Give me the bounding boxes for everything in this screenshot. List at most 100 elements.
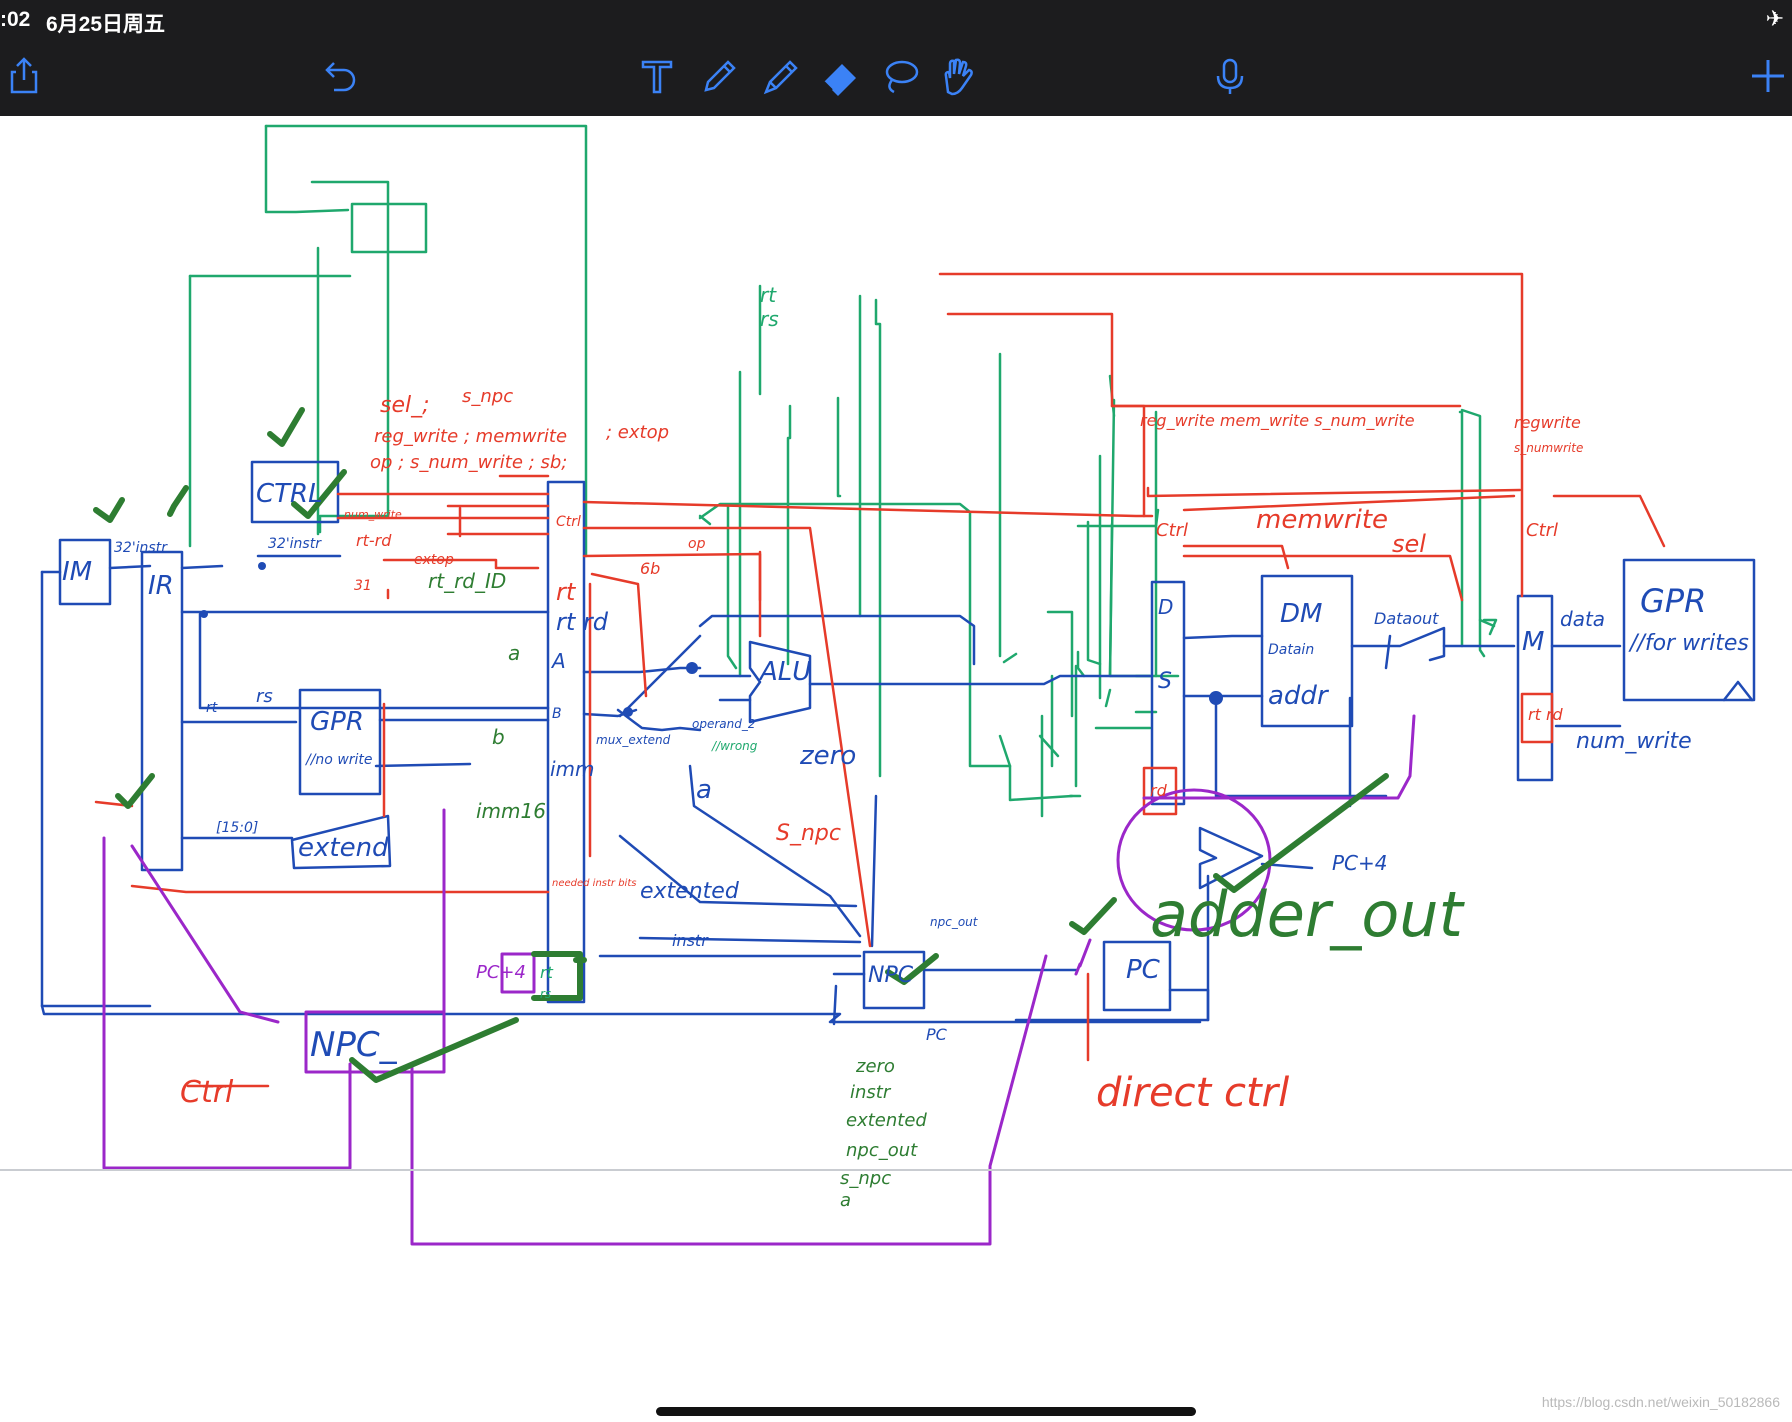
- label-rt-rd-wb: rt rd: [1528, 705, 1564, 724]
- label-rs-stage-small: rs: [540, 987, 551, 1001]
- highlighter-icon: [763, 60, 798, 95]
- npc-label: NPC: [868, 963, 914, 988]
- gpr-write-note: //for writes: [1628, 631, 1749, 656]
- label-memwrite: memwrite: [1256, 505, 1388, 535]
- label-num-write: num_write: [344, 508, 402, 521]
- label-s-npc-top: s_npc: [462, 386, 513, 407]
- label-extop-top: ; extop: [606, 422, 669, 443]
- label-a-alu: a: [696, 775, 712, 805]
- label-imm: [15:0]: [216, 820, 258, 836]
- lasso-button[interactable]: [876, 52, 924, 100]
- drawing-canvas[interactable]: IM IR CTRL GPR //no write extend ALU NPC…: [0, 116, 1792, 1422]
- red-labels: sel_; s_npc reg_write ; memwrite ; extop…: [180, 386, 1583, 1116]
- alu-label: ALU: [758, 657, 811, 687]
- label-needed-bits: needed instr bits: [552, 878, 636, 889]
- label-regwrite-far: regwrite: [1514, 413, 1581, 432]
- bottom-list-1: instr: [850, 1082, 892, 1103]
- label-pc4-small: PC+4: [476, 962, 526, 983]
- microphone-icon: [1216, 58, 1244, 94]
- hand-button[interactable]: [934, 52, 982, 100]
- label-6b: 6b: [640, 559, 660, 578]
- label-ctrl-left: Ctrl: [180, 1075, 234, 1110]
- label-imm16: imm16: [476, 799, 546, 823]
- label-mux-extend: mux_extend: [596, 733, 671, 747]
- label-reg-write-r: reg_write mem_write s_num_write: [1140, 411, 1415, 431]
- label-direct-ctrl: direct ctrl: [1096, 1070, 1289, 1116]
- bottom-list-0: zero: [855, 1056, 895, 1077]
- green-labels: rt rs rt_rd_ID a b imm16 PC+4 rt rs //wr…: [428, 283, 1466, 1001]
- label-pc: PC: [926, 1025, 948, 1044]
- dm-addr: addr: [1268, 681, 1330, 711]
- bottom-list-4: s_npc: [840, 1168, 891, 1189]
- microphone-button[interactable]: [1206, 52, 1254, 100]
- check-marks: [93, 407, 1389, 1083]
- eraser-button[interactable]: [816, 52, 864, 100]
- pen-button[interactable]: [696, 52, 744, 100]
- label-a: a: [508, 641, 520, 665]
- label-sel-r: sel: [1392, 530, 1426, 558]
- undo-icon: [325, 62, 356, 92]
- label-rt-stage: rt: [556, 578, 577, 606]
- bottom-list: zero instr extented npc_out s_npc a: [840, 1056, 927, 1211]
- label-rt-rd-stage: rt rd: [556, 608, 609, 636]
- home-indicator: [656, 1407, 1196, 1416]
- label-op-line: op ; s_num_write ; sb;: [370, 452, 567, 473]
- plus-icon: [1752, 60, 1784, 92]
- ir-label: IR: [148, 571, 174, 601]
- label-zero: zero: [799, 741, 856, 771]
- label-op: op: [688, 536, 706, 552]
- label-s-numwrite-far: s_numwrite: [1514, 441, 1583, 455]
- label-npc-out: npc_out: [930, 915, 979, 929]
- label-rt-rd-id: rt_rd_ID: [428, 569, 506, 593]
- label-pc4: PC+4: [1332, 851, 1388, 875]
- label-31: 31: [354, 578, 372, 594]
- label-rt-rd-ex: rd: [1150, 781, 1168, 800]
- label-data: data: [1560, 607, 1605, 631]
- label-rt-left: rt: [206, 700, 218, 716]
- dm-datain: Datain: [1268, 642, 1314, 658]
- hand-icon: [944, 58, 973, 96]
- label-reg-write: reg_write ; memwrite: [374, 426, 567, 447]
- label-sel: sel_;: [380, 393, 430, 418]
- bottom-list-3: npc_out: [846, 1140, 918, 1161]
- label-adder-out: adder_out: [1150, 878, 1466, 951]
- blue-labels: 32'instr 32'instr rt rs [15:0] A B imm e…: [114, 536, 1692, 1044]
- share-icon: [10, 57, 38, 94]
- label-s: S: [1158, 669, 1172, 694]
- pen-icon: [704, 60, 736, 92]
- label-rs-left: rs: [256, 686, 273, 707]
- datapath-wires: [40, 460, 1756, 1026]
- airplane-icon: ✈: [1765, 6, 1784, 31]
- status-bar: :02 6月25日周五 ✈: [0, 0, 1792, 38]
- status-date: 6月25日周五: [46, 13, 166, 36]
- watermark: https://blog.csdn.net/weixin_50182866: [1541, 1394, 1780, 1410]
- pc-label: PC: [1126, 955, 1161, 985]
- label-imm-stage: imm: [550, 757, 595, 781]
- label-instr: instr: [672, 931, 709, 950]
- label-datain: D: [1158, 595, 1173, 619]
- label-rs-mux: rs: [760, 307, 779, 331]
- eraser-icon: [823, 64, 856, 96]
- label-dataout: Dataout: [1374, 609, 1439, 628]
- label-s-npc: S_npc: [776, 821, 841, 846]
- label-wrong: //wrong: [711, 739, 758, 753]
- label-rt-rd: rt-rd: [356, 531, 392, 550]
- undo-button[interactable]: [314, 52, 362, 100]
- status-time: :02: [0, 8, 31, 31]
- share-button[interactable]: [0, 52, 48, 100]
- bottom-list-2: extented: [846, 1110, 927, 1131]
- text-tool-button[interactable]: [633, 52, 681, 100]
- label-ctrl-mem: Ctrl: [1526, 520, 1558, 541]
- dm-label: DM: [1280, 599, 1322, 629]
- label-extop: extop: [414, 552, 454, 568]
- label-extented: extented: [640, 879, 740, 904]
- bottom-list-5: a: [840, 1190, 851, 1211]
- add-page-button[interactable]: [1744, 52, 1792, 100]
- label-a-stage: A: [550, 649, 566, 673]
- text-tool-icon: [641, 60, 673, 94]
- label-b-stage: B: [552, 706, 562, 722]
- gpr-label: GPR: [310, 707, 364, 737]
- highlighter-button[interactable]: [756, 52, 804, 100]
- npc2-label: NPC_: [310, 1025, 398, 1065]
- junction-dots: [200, 562, 1223, 717]
